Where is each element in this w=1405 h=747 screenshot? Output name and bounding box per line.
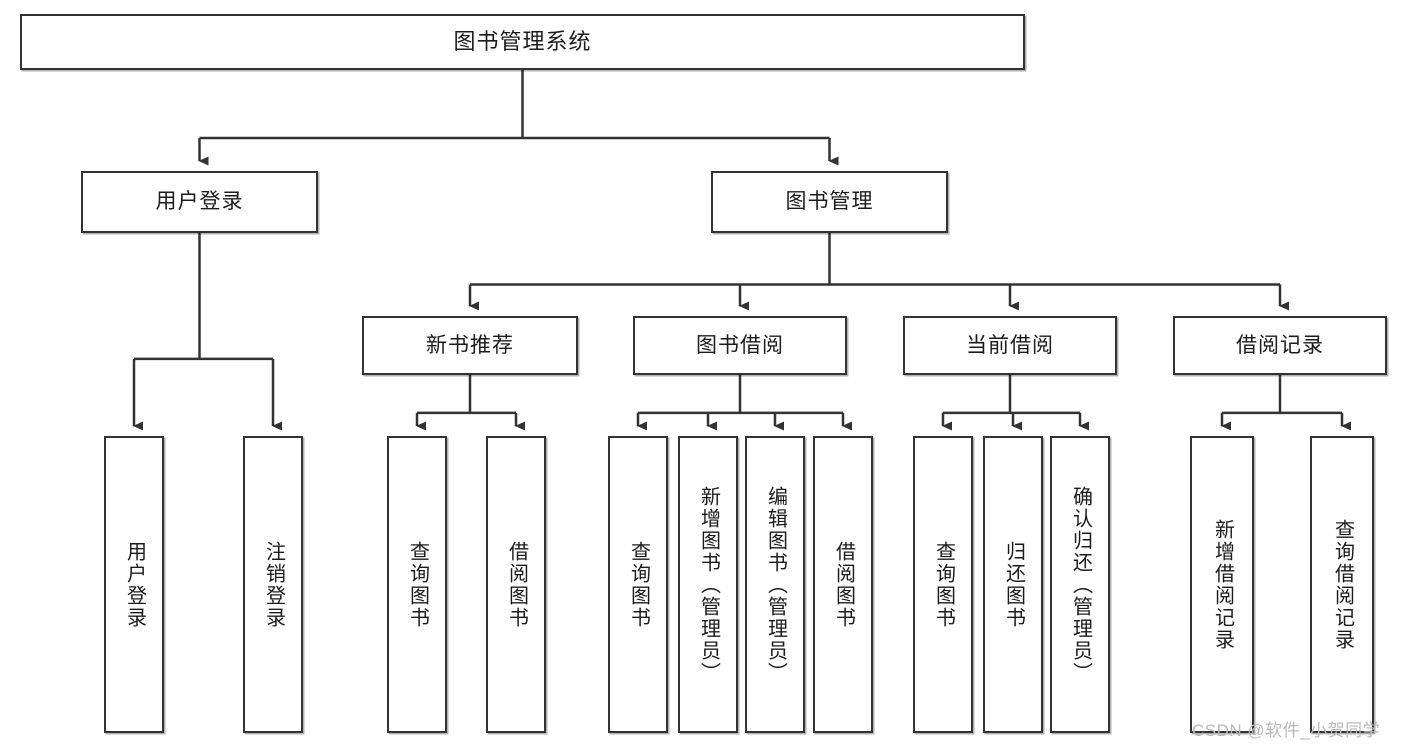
node-user-login-label: 用户登录: [155, 190, 244, 214]
node-leaf-borrow-book-2[interactable]: 借阅图书: [813, 436, 873, 733]
node-user-login[interactable]: 用户登录: [81, 171, 318, 233]
node-leaf-add-book-label: 新增图书（管理员）: [697, 485, 720, 684]
node-leaf-borrow-book-1[interactable]: 借阅图书: [486, 436, 546, 733]
connector-bus-book-borrow: [638, 375, 843, 415]
node-leaf-query-book-3-label: 查询图书: [932, 540, 955, 629]
node-leaf-add-record-label: 新增借阅记录: [1211, 518, 1234, 651]
node-leaf-user-login[interactable]: 用户登录: [104, 436, 164, 733]
node-leaf-confirm-return[interactable]: 确认归还（管理员）: [1050, 436, 1110, 733]
node-borrow-record-label: 借阅记录: [1236, 333, 1324, 357]
node-leaf-edit-book-label: 编辑图书（管理员）: [764, 485, 787, 684]
node-leaf-query-book-2-label: 查询图书: [627, 540, 650, 629]
node-new-book-rec[interactable]: 新书推荐: [362, 316, 578, 375]
node-book-borrow[interactable]: 图书借阅: [633, 316, 847, 375]
node-leaf-query-book-2[interactable]: 查询图书: [608, 436, 668, 733]
node-leaf-confirm-return-label: 确认归还（管理员）: [1069, 485, 1092, 684]
connector-bus-current-borrow: [943, 375, 1080, 415]
node-leaf-query-book-1[interactable]: 查询图书: [387, 436, 447, 733]
node-leaf-add-book[interactable]: 新增图书（管理员）: [678, 436, 738, 733]
node-leaf-query-record-label: 查询借阅记录: [1331, 518, 1354, 651]
node-leaf-edit-book[interactable]: 编辑图书（管理员）: [745, 436, 805, 733]
node-leaf-borrow-book-2-label: 借阅图书: [832, 540, 855, 629]
node-book-borrow-label: 图书借阅: [696, 333, 784, 357]
node-root[interactable]: 图书管理系统: [20, 14, 1025, 70]
node-root-label: 图书管理系统: [453, 28, 592, 54]
node-leaf-logout-label: 注销登录: [262, 540, 285, 629]
connector-bus-user-login: [134, 233, 273, 361]
node-leaf-query-book-3[interactable]: 查询图书: [913, 436, 973, 733]
connector-bus-root: [199, 70, 830, 140]
node-leaf-query-record[interactable]: 查询借阅记录: [1310, 436, 1374, 733]
node-leaf-return-book[interactable]: 归还图书: [983, 436, 1043, 733]
connector-bus-borrow-record: [1222, 375, 1342, 415]
node-current-borrow[interactable]: 当前借阅: [903, 316, 1117, 375]
node-new-book-rec-label: 新书推荐: [426, 333, 514, 357]
node-leaf-add-record[interactable]: 新增借阅记录: [1190, 436, 1254, 733]
node-leaf-borrow-book-1-label: 借阅图书: [505, 540, 528, 629]
node-borrow-record[interactable]: 借阅记录: [1173, 316, 1387, 375]
node-book-manage[interactable]: 图书管理: [711, 171, 948, 233]
node-book-manage-label: 图书管理: [785, 190, 874, 214]
connector-bus-book-manage: [470, 233, 1280, 286]
connector-bus-new-book-rec: [417, 375, 516, 415]
node-leaf-logout[interactable]: 注销登录: [243, 436, 303, 733]
node-leaf-user-login-label: 用户登录: [123, 540, 146, 629]
node-leaf-query-book-1-label: 查询图书: [406, 540, 429, 629]
node-current-borrow-label: 当前借阅: [966, 333, 1054, 357]
node-leaf-return-book-label: 归还图书: [1002, 540, 1025, 629]
